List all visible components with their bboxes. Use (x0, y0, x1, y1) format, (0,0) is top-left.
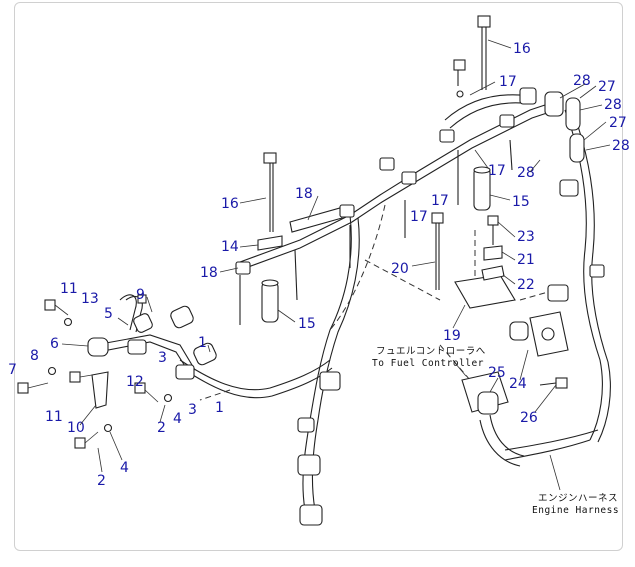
callout-3-lower: 3 (188, 402, 197, 418)
callout-26: 26 (520, 410, 538, 426)
leader-lines (61, 39, 611, 473)
callout-15-left: 15 (298, 316, 316, 332)
fuel-controller-note-jp: フュエルコントローラへ (376, 346, 486, 357)
callout-8: 8 (30, 348, 39, 364)
callout-7: 7 (8, 362, 17, 378)
fuel-controller-note: フュエルコントローラへ To Fuel Controller (372, 346, 486, 377)
callout-28-mid: 28 (517, 165, 535, 181)
callout-15-right: 15 (512, 194, 530, 210)
callout-12: 12 (126, 374, 144, 390)
center-parts (235, 15, 605, 526)
callout-14: 14 (221, 239, 239, 255)
callout-18-left: 18 (200, 265, 218, 281)
callout-11-lower: 11 (45, 409, 63, 425)
callout-27-lower: 27 (609, 115, 627, 131)
callout-4-center: 4 (173, 411, 182, 427)
callout-2-lower: 2 (97, 473, 106, 489)
harness-lines (179, 94, 611, 511)
callout-24: 24 (509, 376, 527, 392)
callout-17-mid: 17 (488, 163, 506, 179)
callout-17-left: 17 (431, 193, 449, 209)
callout-5: 5 (104, 306, 113, 322)
callout-1-lower: 1 (215, 400, 224, 416)
callout-16-left: 16 (221, 196, 239, 212)
callout-18-upper: 18 (295, 186, 313, 202)
callout-3-upper: 3 (158, 350, 167, 366)
callout-28-right: 28 (612, 138, 630, 154)
callout-1-upper: 1 (198, 335, 207, 351)
fuel-controller-note-en: To Fuel Controller (372, 358, 484, 369)
left-tube-assembly (17, 294, 217, 449)
engine-harness-note: エンジンハーネス Engine Harness (532, 454, 619, 516)
callout-21: 21 (517, 252, 535, 268)
callout-2-center: 2 (157, 420, 166, 436)
engine-harness-note-en: Engine Harness (532, 505, 619, 516)
callout-6: 6 (50, 336, 59, 352)
callout-16-right: 16 (513, 41, 531, 57)
callout-13: 13 (81, 291, 99, 307)
engine-harness-note-jp: エンジンハーネス (538, 493, 618, 504)
callout-19: 19 (443, 328, 461, 344)
callout-27-upper: 27 (598, 79, 616, 95)
callout-23: 23 (517, 229, 535, 245)
callout-labels: 1 1 2 2 3 3 4 4 5 6 7 8 9 10 11 11 12 13… (8, 41, 630, 489)
callout-9: 9 (136, 287, 145, 303)
callout-28-top: 28 (573, 73, 591, 89)
callout-22: 22 (517, 277, 535, 293)
callout-25: 25 (488, 365, 506, 381)
callout-17-top: 17 (499, 74, 517, 90)
callout-28-upper: 28 (604, 97, 622, 113)
callout-4-lower: 4 (120, 460, 129, 476)
callout-11-upper: 11 (60, 281, 78, 297)
callout-20: 20 (391, 261, 409, 277)
callout-17-far-left: 17 (410, 209, 428, 225)
